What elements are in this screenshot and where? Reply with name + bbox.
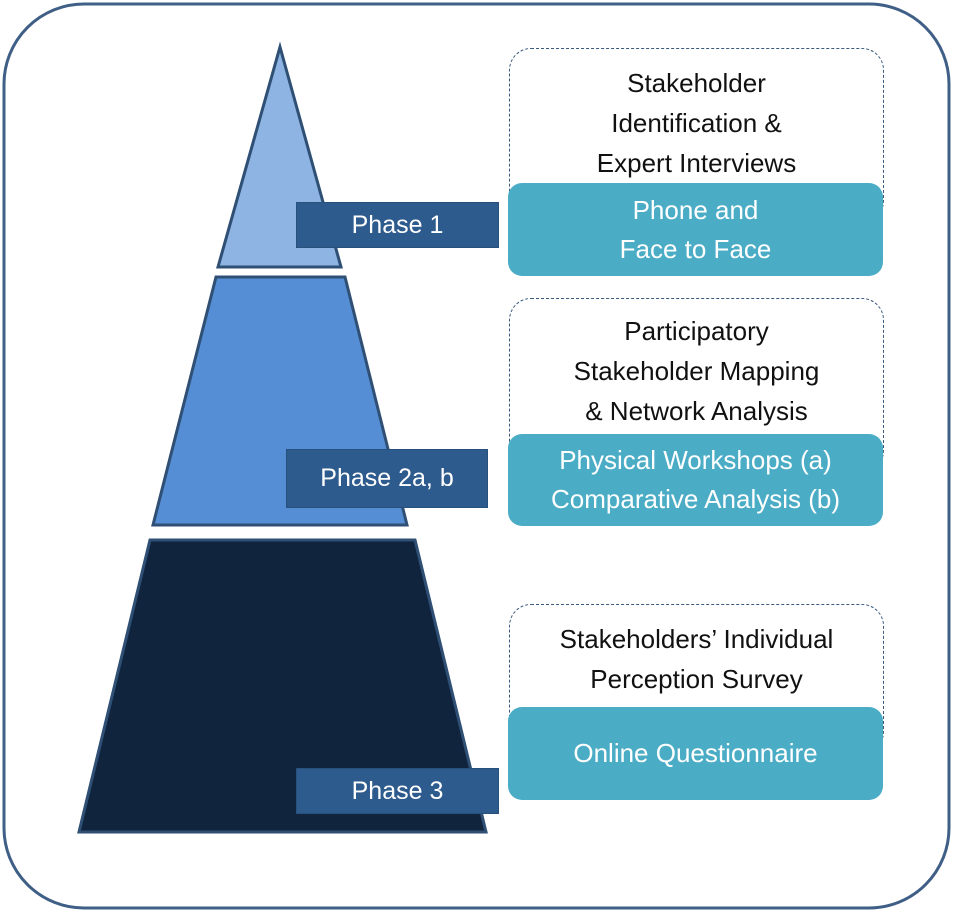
phase-1-method-box: Phone and Face to Face	[508, 183, 883, 276]
phase-2-method-box: Physical Workshops (a) Comparative Analy…	[508, 434, 883, 526]
phase-3-description-line-1: Stakeholders’ Individual	[559, 624, 834, 654]
phase-3-method-box: Online Questionnaire	[508, 707, 883, 800]
phase-2-method-line-1: Physical Workshops (a)	[559, 445, 832, 475]
phase-2-description-line-2: Stakeholder Mapping	[573, 356, 820, 386]
phase-2-description-line-1: Participatory	[624, 316, 769, 346]
phase-3-method-line-1: Online Questionnaire	[573, 738, 818, 768]
phase-2-description-line-3: & Network Analysis	[585, 396, 808, 426]
phase-1-description-line-1: Stakeholder	[627, 68, 766, 98]
phase-2-method-line-2: Comparative Analysis (b)	[551, 484, 840, 514]
phase-1-description-line-2: Identification &	[611, 108, 782, 138]
phase-2-label: Phase 2a, b	[286, 449, 488, 508]
phase-3-description-line-2: Perception Survey	[590, 664, 803, 694]
phase-1-label: Phase 1	[296, 202, 499, 248]
phase-3-label: Phase 3	[296, 768, 499, 814]
pyramid-tier-3	[77, 538, 488, 834]
phase-1-method-line-2: Face to Face	[619, 233, 772, 264]
phase-1-description-line-3: Expert Interviews	[596, 148, 797, 178]
phase-1-method-line-1: Phone and	[632, 194, 759, 225]
